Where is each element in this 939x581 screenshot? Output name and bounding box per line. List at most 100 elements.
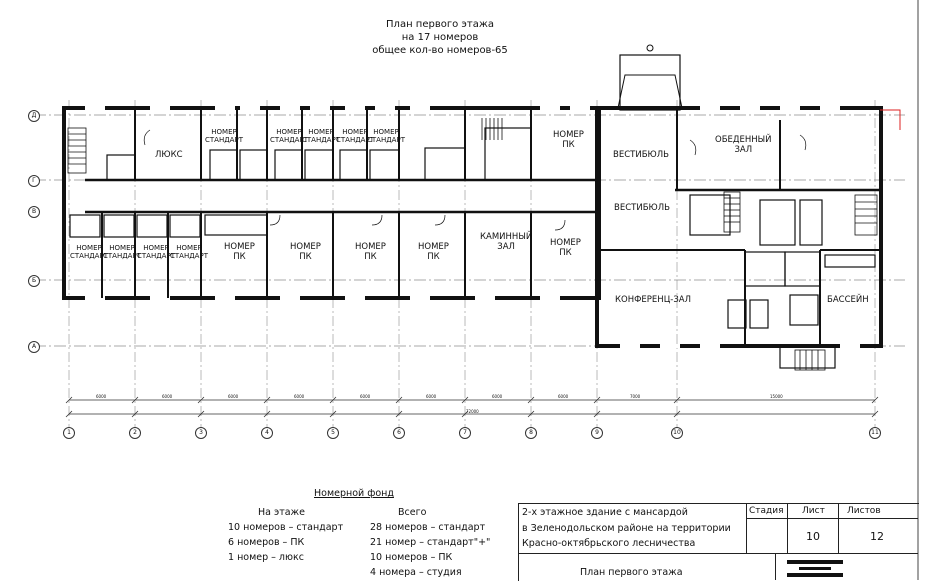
dimension-tick bbox=[593, 410, 601, 418]
windows bbox=[85, 106, 860, 348]
dimension-tick bbox=[131, 396, 139, 404]
dimension-span: 6000 bbox=[360, 394, 371, 399]
vestibule-label: ВЕСТИБЮЛЬ bbox=[613, 150, 669, 160]
sheets-label: Листов bbox=[847, 506, 881, 516]
column-axis-bubble: 11 bbox=[869, 427, 881, 439]
row-axis-bubble: Б bbox=[28, 275, 40, 287]
room-std-label: НОМЕР СТАНДАРТ bbox=[336, 128, 374, 144]
door-swings bbox=[143, 129, 807, 231]
dimension-chain bbox=[69, 399, 875, 415]
stair-north bbox=[481, 118, 503, 140]
row-axis-bubble: А bbox=[28, 341, 40, 353]
title-block-divider bbox=[787, 503, 788, 553]
column-axis-bubble: 7 bbox=[459, 427, 471, 439]
bathrooms-north bbox=[106, 127, 532, 181]
dimension-tick bbox=[329, 410, 337, 418]
legend-floor-item: 6 номеров – ПК bbox=[228, 537, 305, 548]
plan-title-line1: План первого этажа bbox=[386, 19, 494, 30]
legend-total-item: 10 номеров – ПК bbox=[370, 552, 453, 563]
dimension-span: 6000 bbox=[294, 394, 305, 399]
legend-floor-heading: На этаже bbox=[258, 507, 305, 518]
stair-east bbox=[723, 191, 878, 371]
fireplace-hall-label: КАМИННЫЙ ЗАЛ bbox=[480, 232, 533, 252]
column-axis-bubble: 6 bbox=[393, 427, 405, 439]
project-description-line: в Зеленодольском районе на территории bbox=[522, 523, 731, 534]
room-pk-label: НОМЕР ПК bbox=[550, 238, 581, 258]
title-block-divider bbox=[775, 553, 776, 580]
title-block-divider bbox=[838, 503, 839, 553]
conference-hall-label: КОНФЕРЕНЦ-ЗАЛ bbox=[615, 295, 692, 305]
column-axis-bubble: 1 bbox=[63, 427, 75, 439]
sheet-number: 10 bbox=[806, 530, 820, 543]
room-std-label: НОМЕР СТАНДАРТ bbox=[205, 128, 243, 144]
room-pk-label: НОМЕР ПК bbox=[355, 242, 386, 262]
dimension-tick bbox=[527, 410, 535, 418]
stair-west bbox=[67, 127, 87, 174]
title-block bbox=[518, 503, 919, 581]
dimension-tick bbox=[329, 396, 337, 404]
title-block-divider bbox=[746, 503, 747, 553]
dimension-tick bbox=[263, 410, 271, 418]
bathrooms-south bbox=[69, 214, 268, 238]
legend-total-item: 28 номеров – стандарт bbox=[370, 522, 486, 533]
dimension-tick bbox=[197, 396, 205, 404]
legend-floor-item: 10 номеров – стандарт bbox=[228, 522, 344, 533]
title-block-divider bbox=[746, 518, 918, 519]
sheet-label: Лист bbox=[802, 506, 825, 516]
room-std-label: НОМЕР СТАНДАРТ bbox=[367, 128, 405, 144]
dimension-tick bbox=[395, 410, 403, 418]
room-pk-label: НОМЕР ПК bbox=[290, 242, 321, 262]
room-std-label: НОМЕР СТАНДАРТ bbox=[70, 244, 108, 260]
revision-mark bbox=[880, 109, 901, 130]
legend-total-item: 21 номер – стандарт"+" bbox=[370, 537, 491, 548]
plan-title-line3: общее кол-во номеров-65 bbox=[372, 45, 508, 56]
room-pk-label: НОМЕР ПК bbox=[224, 242, 255, 262]
legend-total-heading: Всего bbox=[398, 507, 427, 518]
dimension-span: 6000 bbox=[228, 394, 239, 399]
pool-label: БАССЕЙН bbox=[827, 295, 869, 305]
dimension-tick bbox=[65, 396, 73, 404]
dimension-tick bbox=[131, 410, 139, 418]
dimension-tick bbox=[461, 410, 469, 418]
dimension-span: 6000 bbox=[162, 394, 173, 399]
dimension-tick bbox=[197, 410, 205, 418]
project-description-line: 2-х этажное здание с мансардой bbox=[522, 507, 688, 518]
column-axis-bubble: 4 bbox=[261, 427, 273, 439]
dimension-tick bbox=[527, 396, 535, 404]
column-axis-bubble: 2 bbox=[129, 427, 141, 439]
column-axis-bubble: 8 bbox=[525, 427, 537, 439]
plan-title-line2: на 17 номеров bbox=[401, 32, 479, 43]
room-std-label: НОМЕР СТАНДАРТ bbox=[302, 128, 340, 144]
dimension-tick bbox=[593, 396, 601, 404]
dimension-ticks bbox=[65, 396, 879, 418]
dimension-tick bbox=[65, 410, 73, 418]
row-axis-bubble: Г bbox=[28, 175, 40, 187]
dimension-tick bbox=[395, 396, 403, 404]
dimension-tick bbox=[673, 410, 681, 418]
column-axis-bubble: 3 bbox=[195, 427, 207, 439]
dimension-span: 15000 bbox=[770, 394, 783, 399]
room-lux-label: ЛЮКС bbox=[155, 150, 183, 160]
room-std-label: НОМЕР СТАНДАРТ bbox=[170, 244, 208, 260]
organization-logo bbox=[787, 560, 843, 577]
legend-total-item: 4 номера – студия bbox=[370, 567, 462, 578]
row-axis-bubble: В bbox=[28, 206, 40, 218]
service-rooms-east bbox=[619, 54, 876, 369]
dimension-span: 6000 bbox=[558, 394, 569, 399]
entrance-porch bbox=[617, 44, 683, 109]
dimension-tick bbox=[673, 396, 681, 404]
corridor-walls bbox=[85, 178, 880, 214]
dimension-tick bbox=[871, 396, 879, 404]
stage-label: Стадия bbox=[749, 506, 784, 516]
column-axis-bubble: 10 bbox=[671, 427, 683, 439]
dimension-tick bbox=[263, 396, 271, 404]
room-std-label: НОМЕР СТАНДАРТ bbox=[137, 244, 175, 260]
dimension-span: 6000 bbox=[96, 394, 107, 399]
dimension-total: 72000 bbox=[466, 409, 479, 414]
room-std-label: НОМЕР СТАНДАРТ bbox=[270, 128, 308, 144]
dimension-span: 6000 bbox=[426, 394, 437, 399]
column-axis-bubble: 5 bbox=[327, 427, 339, 439]
legend-floor-item: 1 номер – люкс bbox=[228, 552, 304, 563]
